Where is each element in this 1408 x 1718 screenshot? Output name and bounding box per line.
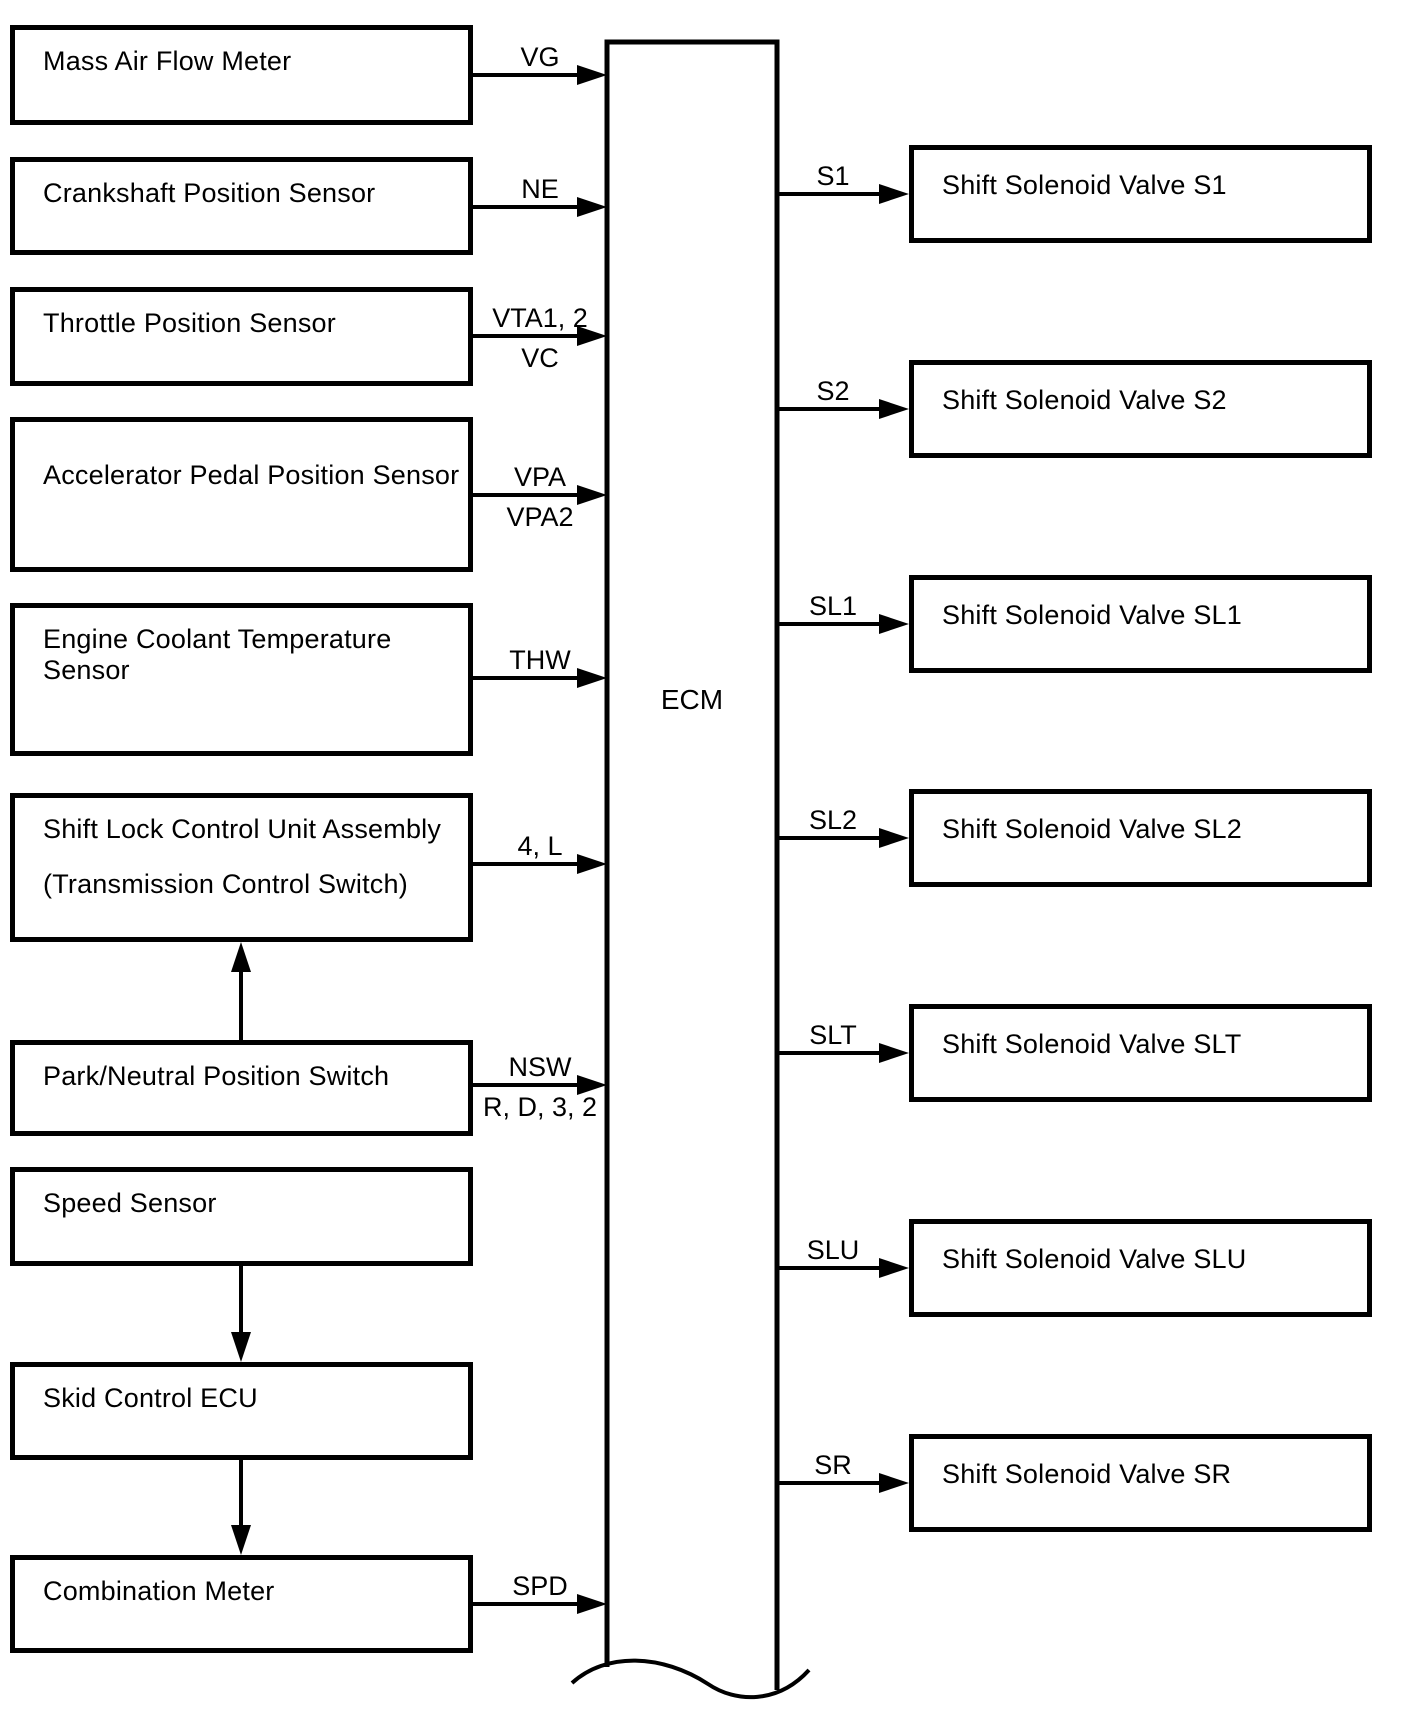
signal-label-slu: SLU [806,1235,860,1265]
node-shift-solenoid-valve-sr: Shift Solenoid Valve SR [909,1434,1372,1532]
node-label: Speed Sensor [43,1188,217,1218]
signal-label-vg: VG [520,42,560,72]
node-shift-solenoid-valve-s2: Shift Solenoid Valve S2 [909,360,1372,458]
signal-label-vc: VC [521,343,559,373]
arrow-sr [777,1473,909,1493]
arrow-pnp-to-shiftlock-up [231,942,251,1040]
node-combination-meter: Combination Meter [10,1555,473,1653]
node-label: Throttle Position Sensor [43,308,336,338]
arrow-spd [473,1594,607,1614]
signal-label-4l: 4, L [517,831,563,861]
ecm-box-outline [604,39,780,1690]
break-wave-line [570,1658,811,1700]
node-shift-lock-control-unit-assembly: Shift Lock Control Unit Assembly (Transm… [10,793,473,942]
signal-label-ne: NE [521,174,559,204]
node-label: Shift Solenoid Valve S2 [942,385,1227,415]
signal-label-spd: SPD [512,1571,568,1601]
arrow-slt [777,1043,909,1063]
arrow-ne [473,197,607,217]
signal-label-sr: SR [814,1450,852,1480]
node-label: Shift Solenoid Valve SLU [942,1244,1247,1274]
arrow-s2 [777,399,909,419]
node-label: Combination Meter [43,1576,275,1606]
node-mass-air-flow-meter: Mass Air Flow Meter [10,25,473,125]
node-label: Shift Solenoid Valve S1 [942,170,1227,200]
signal-label-s2: S2 [816,376,850,406]
arrow-slu [777,1258,909,1278]
node-label-line1: Engine Coolant Temperature [43,624,392,654]
node-shift-solenoid-valve-s1: Shift Solenoid Valve S1 [909,145,1372,243]
signal-label-thw: THW [509,645,571,675]
node-label: Shift Solenoid Valve SL1 [942,600,1242,630]
node-label: Shift Solenoid Valve SL2 [942,814,1242,844]
arrow-vpa [473,485,607,505]
node-shift-solenoid-valve-sl1: Shift Solenoid Valve SL1 [909,575,1372,673]
signal-label-sl1: SL1 [808,591,858,621]
signal-label-rd32: R, D, 3, 2 [482,1092,598,1122]
arrow-vta-vc [473,326,607,346]
node-label-line1: Shift Lock Control Unit Assembly [43,814,442,844]
arrow-sl2 [777,828,909,848]
node-label: Shift Solenoid Valve SLT [942,1029,1242,1059]
signal-label-slt: SLT [809,1020,857,1050]
signal-label-nsw: NSW [508,1052,572,1082]
node-label-line2: Sensor [43,655,130,685]
node-label: Skid Control ECU [43,1383,258,1413]
node-skid-control-ecu: Skid Control ECU [10,1362,473,1460]
arrow-skid-to-combination-down [231,1460,251,1555]
arrow-s1 [777,184,909,204]
node-label-line2: (Transmission Control Switch) [43,869,408,899]
signal-label-vta12: VTA1, 2 [492,303,588,333]
arrow-thw [473,668,607,688]
node-speed-sensor: Speed Sensor [10,1167,473,1266]
node-label: Accelerator Pedal Position Sensor [43,460,460,490]
node-shift-solenoid-valve-slt: Shift Solenoid Valve SLT [909,1004,1372,1102]
node-crankshaft-position-sensor: Crankshaft Position Sensor [10,157,473,255]
node-shift-solenoid-valve-slu: Shift Solenoid Valve SLU [909,1219,1372,1317]
arrow-vg [473,65,607,85]
arrow-nsw [473,1075,607,1095]
signal-label-vpa2: VPA2 [506,502,574,532]
node-engine-coolant-temperature-sensor: Engine Coolant Temperature Sensor [10,603,473,756]
node-shift-solenoid-valve-sl2: Shift Solenoid Valve SL2 [909,789,1372,887]
node-label: Mass Air Flow Meter [43,46,292,76]
node-label: Park/Neutral Position Switch [43,1061,390,1091]
ecm-node-label: ECM [660,684,724,715]
arrow-speed-to-skid-down [231,1266,251,1362]
signal-label-vpa: VPA [513,462,567,492]
signal-label-sl2: SL2 [808,805,858,835]
node-label: Crankshaft Position Sensor [43,178,376,208]
node-park-neutral-position-switch: Park/Neutral Position Switch [10,1040,473,1136]
arrow-4l [473,854,607,874]
node-throttle-position-sensor: Throttle Position Sensor [10,287,473,386]
signal-label-s1: S1 [816,161,850,191]
node-label: Shift Solenoid Valve SR [942,1459,1232,1489]
arrow-sl1 [777,614,909,634]
node-accelerator-pedal-position-sensor: Accelerator Pedal Position Sensor [10,417,473,572]
